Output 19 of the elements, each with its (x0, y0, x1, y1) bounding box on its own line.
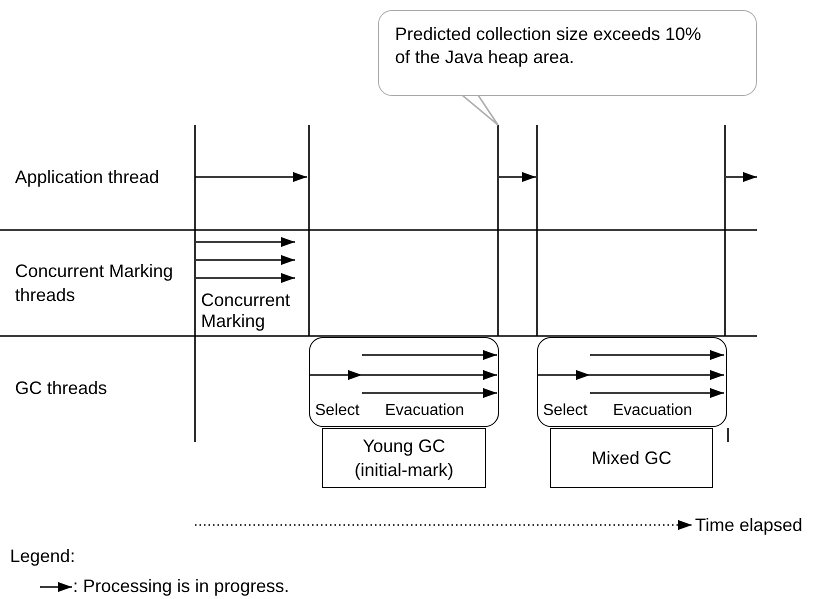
gc-event-box (550, 428, 713, 488)
callout-bubble (378, 10, 757, 96)
legend-title: Legend: (10, 545, 76, 567)
lane-label: Application thread (15, 166, 160, 188)
phase-label: Select (543, 401, 588, 421)
lane-label: Concurrent Marking threads (15, 260, 174, 307)
gc-event-label: Mixed GC (590, 447, 672, 470)
gc-event-label: Young GC (initial-mark) (354, 435, 454, 482)
phase-caption: Concurrent Marking (201, 290, 292, 332)
phase-label: Select (315, 401, 360, 421)
phase-label: Evacuation (613, 401, 692, 421)
phase-label: Evacuation (385, 401, 464, 421)
gc-event-box (322, 428, 486, 488)
lane-label: GC threads (15, 377, 108, 399)
callout-text: Predicted collection size exceeds 10% of the Java heap area. (395, 23, 702, 69)
axis-label: Time elapsed (695, 514, 802, 536)
gc-phase-box (309, 337, 499, 427)
gc-phase-box (537, 337, 727, 427)
legend-text: : Processing is in progress. (73, 575, 290, 597)
